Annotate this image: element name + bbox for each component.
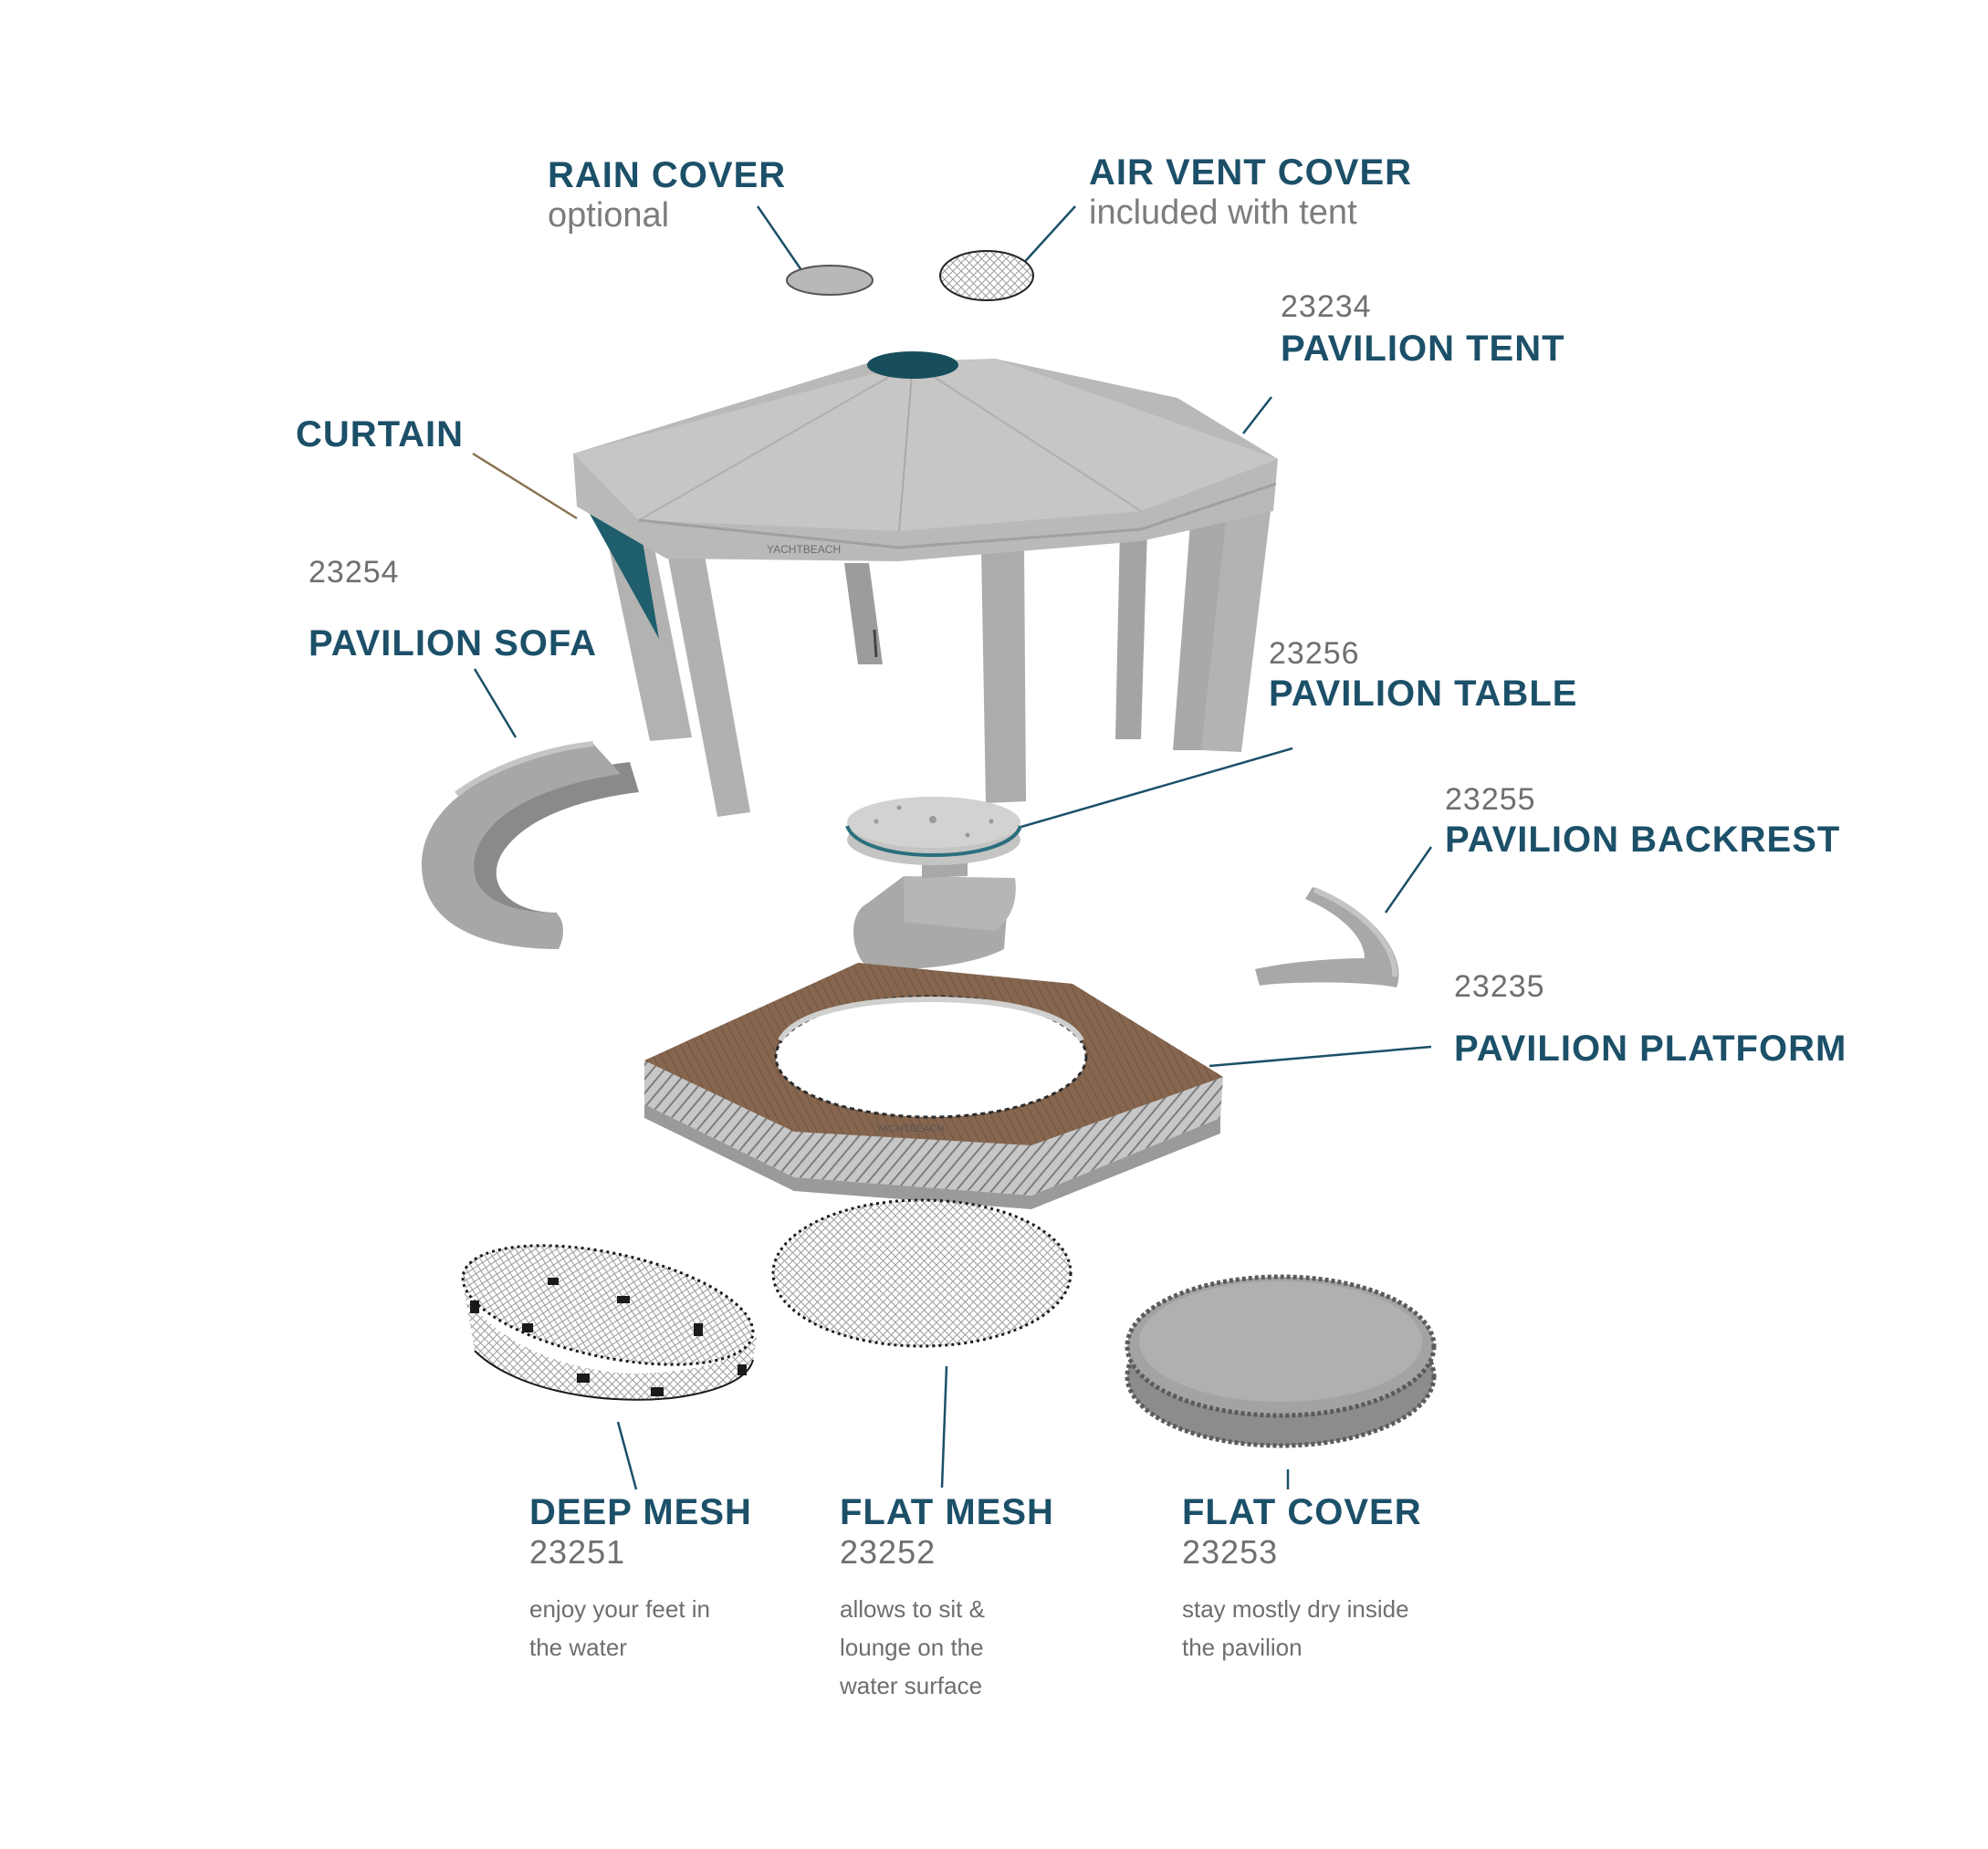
deep-mesh-number: 23251 xyxy=(529,1533,626,1571)
pavilion-backrest-label: 23255 PAVILION BACKREST xyxy=(1445,782,1840,861)
pavilion-tent-number: 23234 xyxy=(1281,289,1372,324)
air-vent-cover-shape xyxy=(939,250,1034,301)
rain-cover-shape xyxy=(786,265,874,296)
pavilion-sofa-number: 23254 xyxy=(309,555,400,590)
flat-mesh-shape xyxy=(771,1198,1072,1348)
pavilion-tent-label: 23234 PAVILION TENT xyxy=(1281,289,1565,370)
deep-mesh-title: DEEP MESH xyxy=(529,1492,752,1532)
pavilion-platform-title: PAVILION PLATFORM xyxy=(1454,1029,1847,1069)
deep-mesh-label: DEEP MESH 23251 enjoy your feet in the w… xyxy=(529,1492,767,1666)
flat-cover-shape xyxy=(1125,1274,1437,1448)
pavilion-backrest-shape xyxy=(1255,887,1399,987)
leader-lines xyxy=(472,205,1433,1490)
flat-mesh-description: allows to sit & lounge on the water surf… xyxy=(840,1595,985,1699)
pavilion-table-label: 23256 PAVILION TABLE xyxy=(1269,636,1577,715)
rain-cover-label: RAIN COVER optional xyxy=(548,155,786,235)
pavilion-tent-title: PAVILION TENT xyxy=(1281,329,1565,369)
flat-cover-number: 23253 xyxy=(1182,1533,1279,1571)
pavilion-table-title: PAVILION TABLE xyxy=(1269,674,1578,714)
pavilion-sofa-label: 23254 PAVILION SOFA xyxy=(309,555,597,664)
flat-mesh-label: FLAT MESH 23252 allows to sit & lounge o… xyxy=(840,1492,1059,1705)
air-vent-cover-title: AIR VENT COVER xyxy=(1089,152,1413,193)
flat-cover-description: stay mostly dry inside the pavilion xyxy=(1182,1595,1409,1661)
pavilion-sofa-shape xyxy=(421,741,639,949)
flat-mesh-title: FLAT MESH xyxy=(840,1492,1054,1532)
flat-cover-title: FLAT COVER xyxy=(1182,1492,1422,1532)
pavilion-backrest-title: PAVILION BACKREST xyxy=(1445,820,1841,860)
curtain-label: CURTAIN xyxy=(296,414,464,455)
curtain-title: CURTAIN xyxy=(296,414,465,454)
deep-mesh-description: enjoy your feet in the water xyxy=(529,1595,711,1661)
air-vent-cover-label: AIR VENT COVER included with tent xyxy=(1089,152,1412,233)
svg-text:YACHTBEACH: YACHTBEACH xyxy=(876,1123,944,1134)
pavilion-table-number: 23256 xyxy=(1269,636,1360,671)
pavilion-platform-number: 23235 xyxy=(1454,969,1545,1004)
flat-cover-label: FLAT COVER 23253 stay mostly dry inside … xyxy=(1182,1492,1438,1666)
deep-mesh-shape xyxy=(461,1244,758,1401)
pavilion-platform-label: 23235 PAVILION PLATFORM xyxy=(1454,969,1847,1070)
pavilion-backrest-number: 23255 xyxy=(1445,782,1536,817)
svg-text:YACHTBEACH: YACHTBEACH xyxy=(767,543,841,556)
pavilion-platform-shape: YACHTBEACH xyxy=(644,963,1223,1209)
air-vent-cover-subtitle: included with tent xyxy=(1089,193,1357,232)
pavilion-table-shape xyxy=(845,797,1022,969)
pavilion-sofa-title: PAVILION SOFA xyxy=(309,623,597,663)
flat-mesh-number: 23252 xyxy=(840,1533,936,1571)
rain-cover-title: RAIN COVER xyxy=(548,155,787,195)
pavilion-tent-shape: YACHTBEACH xyxy=(573,351,1278,817)
rain-cover-subtitle: optional xyxy=(548,196,670,235)
